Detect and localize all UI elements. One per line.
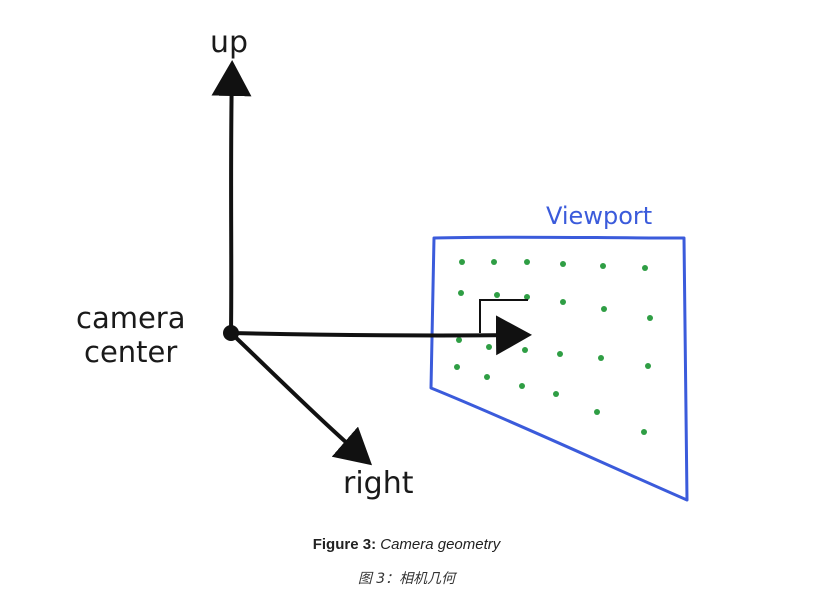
viewport-dot (557, 351, 563, 357)
right-axis-arrow (229, 331, 373, 466)
viewport-dot (594, 409, 600, 415)
viewport-dot (598, 355, 604, 361)
figure-number: Figure 3: (312, 536, 377, 553)
viewport-dot (600, 263, 606, 269)
viewport-dot (645, 363, 651, 369)
figure-caption-chinese: 图 3：相机几何 (357, 571, 456, 587)
viewport-dot (641, 429, 647, 435)
camera-label-line1: camera (76, 301, 186, 335)
viewport-dot (459, 259, 465, 265)
figure-title: Camera geometry (380, 536, 501, 553)
viewport-dot (647, 315, 653, 321)
viewport-dot (560, 261, 566, 267)
right-angle-marker (479, 299, 528, 333)
viewport-dot (494, 292, 500, 298)
viewport-dot (560, 299, 566, 305)
camera-center-point (223, 325, 239, 341)
figure-caption: Figure 3: Camera geometry (0, 536, 813, 553)
viewport-outline (429, 235, 689, 502)
camera-geometry-diagram: up camera center right Viewport (76, 25, 689, 502)
viewport-dot (524, 259, 530, 265)
up-axis-arrow (211, 60, 252, 332)
viewport-dot (524, 294, 530, 300)
viewport-dot (454, 364, 460, 370)
viewport-dot (519, 383, 525, 389)
viewport-dot (601, 306, 607, 312)
viewport-dot (456, 337, 462, 343)
right-label: right (343, 466, 414, 501)
viewport-dot (486, 344, 492, 350)
viewport-dot (458, 290, 464, 296)
viewport-label: Viewport (546, 202, 652, 230)
viewport-dot (553, 391, 559, 397)
viewport-dot (491, 259, 497, 265)
view-direction-arrow (229, 315, 532, 356)
camera-label-line2: center (84, 335, 177, 369)
up-label: up (210, 25, 248, 60)
viewport-dot (642, 265, 648, 271)
viewport-dot (522, 347, 528, 353)
viewport-dot (484, 374, 490, 380)
